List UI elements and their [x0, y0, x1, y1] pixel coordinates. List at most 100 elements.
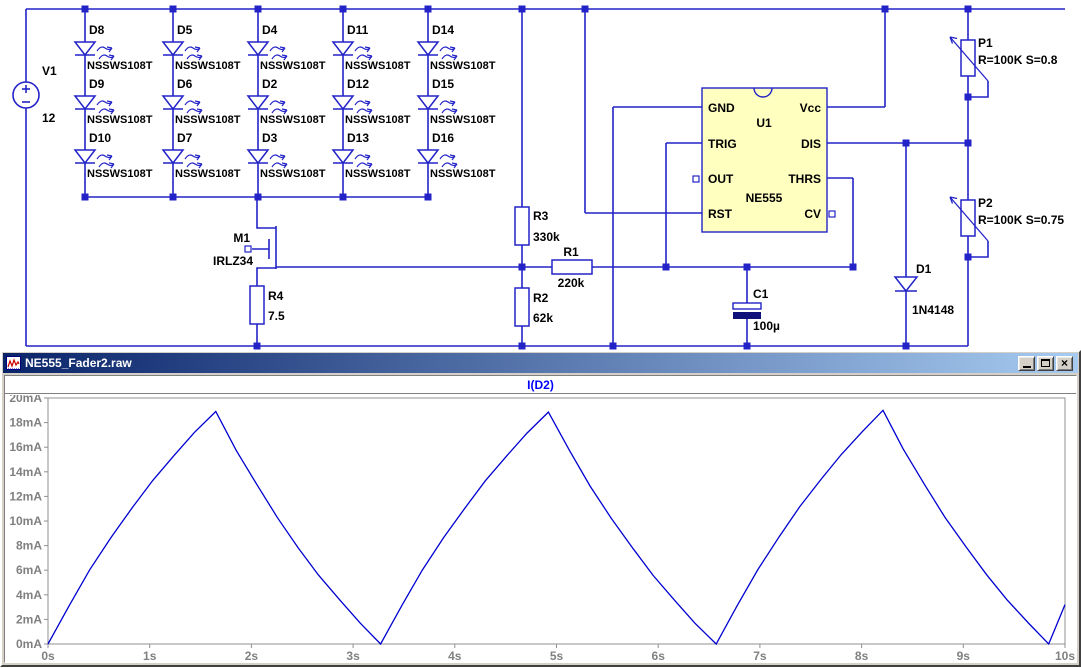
- led-diode-icon[interactable]: [73, 149, 97, 165]
- led-diode-icon[interactable]: [161, 95, 185, 111]
- label-led-model[interactable]: NSSWS108T: [430, 114, 496, 126]
- led-diode-icon[interactable]: [331, 95, 355, 111]
- maximize-button[interactable]: [1037, 355, 1054, 371]
- schematic-svg[interactable]: V112D8NSSWS108TD9NSSWS108TD10NSSWS108TD5…: [0, 0, 1081, 350]
- m1-drain[interactable]: [256, 197, 276, 229]
- value-r4[interactable]: 7.5: [268, 309, 285, 323]
- led-diode-icon[interactable]: [161, 41, 185, 57]
- label-p2[interactable]: P2: [978, 196, 993, 210]
- label-led-name[interactable]: D7: [177, 131, 193, 145]
- label-led-model[interactable]: NSSWS108T: [175, 168, 241, 180]
- label-d1[interactable]: D1: [916, 262, 932, 276]
- label-p1[interactable]: P1: [978, 36, 993, 50]
- label-led-name[interactable]: D12: [347, 77, 369, 91]
- label-led-model[interactable]: NSSWS108T: [345, 114, 411, 126]
- component-d1-diode[interactable]: D1 1N4148: [893, 143, 954, 350]
- label-led-name[interactable]: D16: [432, 131, 454, 145]
- value-d1[interactable]: 1N4148: [912, 303, 954, 317]
- label-led-name[interactable]: D15: [432, 77, 454, 91]
- cap-plate-top[interactable]: [732, 302, 762, 310]
- x-tick-label[interactable]: 3s: [346, 649, 360, 663]
- label-led-name[interactable]: D13: [347, 131, 369, 145]
- label-led-name[interactable]: D8: [89, 23, 105, 37]
- x-tick-label[interactable]: 4s: [448, 649, 462, 663]
- trace-i-d2[interactable]: [47, 409, 1066, 646]
- y-tick-label[interactable]: 0mA: [16, 637, 42, 651]
- value-p1[interactable]: R=100K S=0.8: [978, 53, 1058, 67]
- component-r4-resistor[interactable]: R47.5: [249, 285, 285, 350]
- led-diode-icon[interactable]: [246, 149, 270, 165]
- label-led-name[interactable]: D9: [89, 77, 105, 91]
- x-tick-label[interactable]: 7s: [753, 649, 767, 663]
- label-led-name[interactable]: D3: [262, 131, 278, 145]
- y-tick-label[interactable]: 12mA: [9, 489, 42, 503]
- label-v1[interactable]: V1: [42, 64, 57, 78]
- label-led-name[interactable]: D10: [89, 131, 111, 145]
- y-tick-label[interactable]: 20mA: [9, 391, 42, 405]
- plot-svg[interactable]: 0mA2mA4mA6mA8mA10mA12mA14mA16mA18mA20mA0…: [5, 391, 1076, 663]
- label-led-name[interactable]: D4: [262, 23, 278, 37]
- label-led-name[interactable]: D2: [262, 77, 278, 91]
- waveform-window-titlebar[interactable]: NE555_Fader2.raw ×: [3, 353, 1078, 373]
- label-led-model[interactable]: NSSWS108T: [430, 168, 496, 180]
- value-c1[interactable]: 100µ: [753, 319, 780, 333]
- label-r1[interactable]: R1: [563, 245, 579, 259]
- value-r2[interactable]: 62k: [533, 311, 553, 325]
- y-tick-label[interactable]: 8mA: [16, 539, 42, 553]
- label-led-model[interactable]: NSSWS108T: [87, 60, 153, 72]
- x-tick-label[interactable]: 5s: [550, 649, 564, 663]
- close-button[interactable]: ×: [1056, 355, 1073, 371]
- y-tick-label[interactable]: 4mA: [16, 588, 42, 602]
- label-c1[interactable]: C1: [753, 287, 769, 301]
- v1-circle[interactable]: [12, 81, 40, 109]
- component-p1-potentiometer[interactable]: P1R=100K S=0.8: [949, 5, 1058, 201]
- value-r3[interactable]: 330k: [533, 230, 560, 244]
- x-tick-label[interactable]: 8s: [855, 649, 869, 663]
- label-led-name[interactable]: D11: [347, 23, 369, 37]
- y-tick-label[interactable]: 2mA: [16, 612, 42, 626]
- minimize-button[interactable]: [1018, 355, 1035, 371]
- resistor-body[interactable]: [551, 259, 593, 275]
- pot-wiper-wire[interactable]: [970, 241, 989, 258]
- led-diode-icon[interactable]: [246, 95, 270, 111]
- label-led-model[interactable]: NSSWS108T: [260, 60, 326, 72]
- x-tick-label[interactable]: 1s: [143, 649, 157, 663]
- label-u1[interactable]: U1: [756, 116, 772, 130]
- label-led-name[interactable]: D6: [177, 77, 193, 91]
- label-led-name[interactable]: D14: [432, 23, 454, 37]
- value-u1[interactable]: NE555: [746, 191, 783, 205]
- y-tick-label[interactable]: 18mA: [9, 416, 42, 430]
- cap-plate-bottom[interactable]: [733, 312, 761, 319]
- label-led-name[interactable]: D5: [177, 23, 193, 37]
- label-led-model[interactable]: NSSWS108T: [345, 60, 411, 72]
- led-diode-icon[interactable]: [331, 41, 355, 57]
- x-tick-label[interactable]: 10s: [1055, 649, 1075, 663]
- diode-icon[interactable]: [893, 276, 919, 293]
- resistor-body[interactable]: [514, 206, 530, 246]
- label-led-model[interactable]: NSSWS108T: [430, 60, 496, 72]
- label-led-model[interactable]: NSSWS108T: [175, 114, 241, 126]
- value-p2[interactable]: R=100K S=0.75: [978, 213, 1064, 227]
- label-r4[interactable]: R4: [268, 289, 284, 303]
